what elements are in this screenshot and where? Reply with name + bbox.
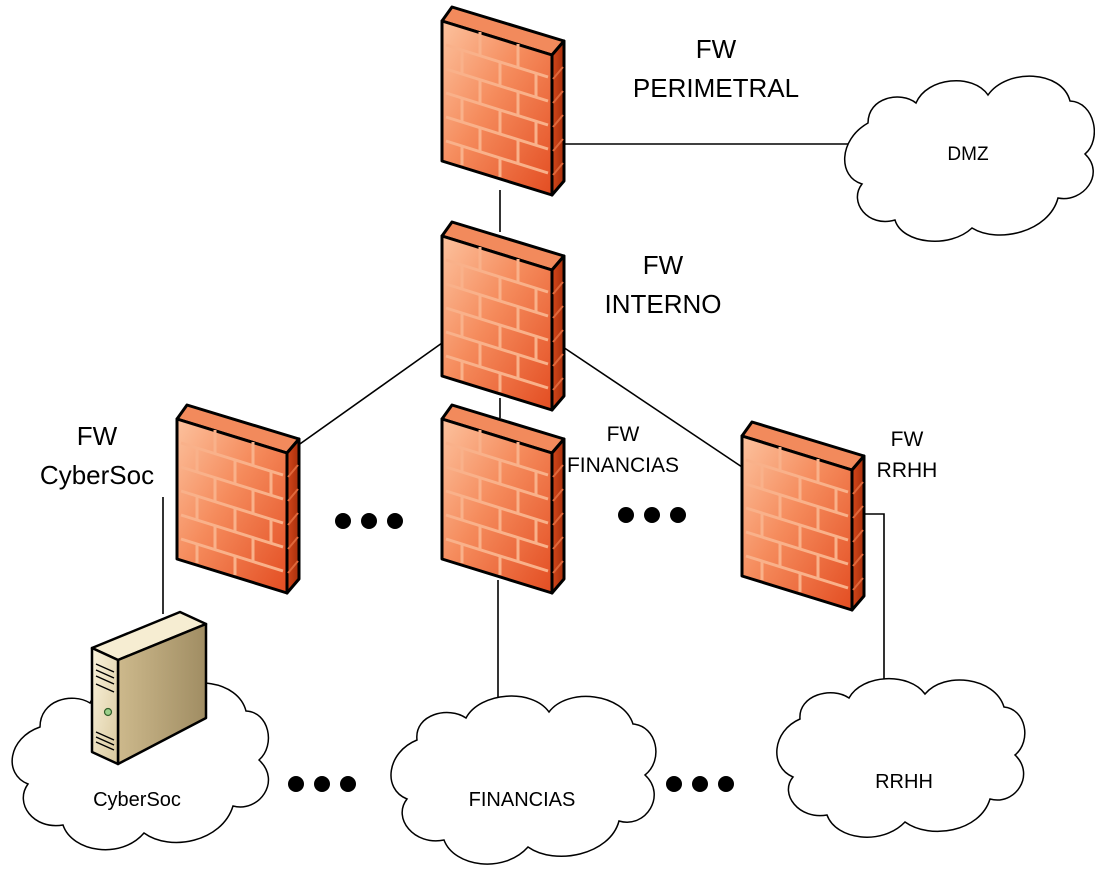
dmz-cloud xyxy=(844,75,1095,242)
fw-cybersoc-label-line2: CyberSoc xyxy=(40,460,154,490)
financias-cloud xyxy=(390,695,657,865)
ellipsis-dots-upper-left xyxy=(335,513,403,529)
cybersoc-network-label: CyberSoc xyxy=(93,789,181,811)
fw-rrhh-label-line2: RRHH xyxy=(877,459,938,482)
fw-interno-label-line1: FW xyxy=(643,250,684,280)
rrhh-network-label: RRHH xyxy=(875,771,933,793)
firewall-perimetral-icon xyxy=(440,5,566,197)
firewall-financias-icon xyxy=(440,403,566,595)
link-rrhh-net xyxy=(858,513,885,697)
fw-perimetral-label-line2: PERIMETRAL xyxy=(633,73,799,103)
fw-cybersoc-label-line1: FW xyxy=(77,421,118,451)
link-interno-cybersoc xyxy=(289,342,443,452)
firewall-interno-icon xyxy=(440,220,566,412)
tower-server-icon xyxy=(90,610,208,766)
dmz-label: DMZ xyxy=(947,144,989,165)
fw-interno-label-line2: INTERNO xyxy=(605,289,722,319)
fw-perimetral-label-line1: FW xyxy=(696,34,737,64)
fw-financias-label-line1: FW xyxy=(607,423,640,446)
financias-network-label: FINANCIAS xyxy=(469,789,576,811)
firewall-cybersoc-icon xyxy=(175,403,301,595)
link-interno-rrhh xyxy=(556,342,743,468)
ellipsis-dots-upper-right xyxy=(618,507,686,523)
connections xyxy=(162,143,885,714)
rrhh-cloud xyxy=(776,677,1026,838)
firewall-rrhh-icon xyxy=(740,420,866,612)
fw-financias-label-line2: FINANCIAS xyxy=(567,454,679,477)
ellipsis-dots-lower-left xyxy=(288,776,356,792)
ellipsis-dots-lower-right xyxy=(666,776,734,792)
fw-rrhh-label-line1: FW xyxy=(891,428,924,451)
